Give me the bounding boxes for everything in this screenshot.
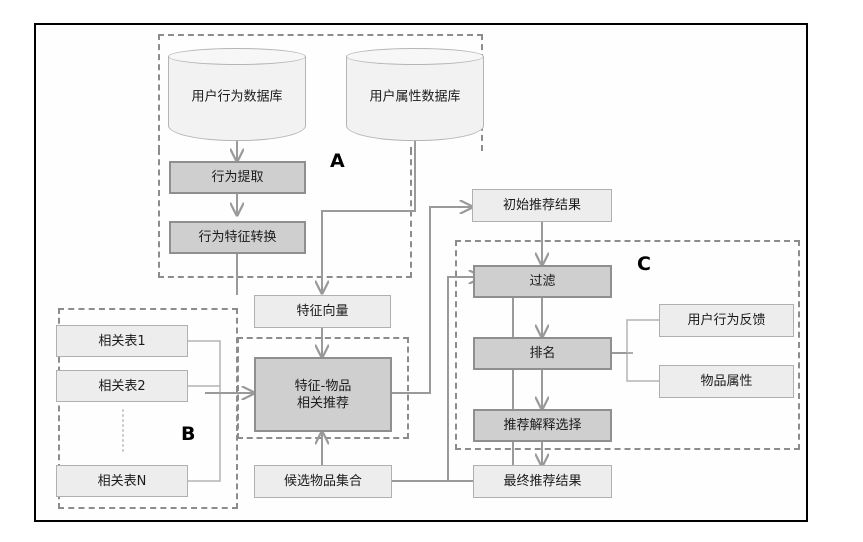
group-label-c: C [637, 253, 651, 275]
node-behavior-feature-transform[interactable]: 行为特征转换 [169, 221, 306, 254]
node-user-behavior-db[interactable]: 用户行为数据库 [168, 48, 306, 141]
node-label: 用户行为数据库 [191, 89, 283, 104]
node-item-attribute[interactable]: 物品属性 [659, 365, 794, 398]
node-candidate-item-set[interactable]: 候选物品集合 [254, 465, 392, 498]
node-relation-table-n[interactable]: 相关表N [56, 465, 188, 497]
cylinder-top [346, 48, 484, 65]
node-relation-table-2[interactable]: 相关表2 [56, 370, 188, 402]
group-box-a-joiner [410, 147, 412, 151]
node-explanation-selection[interactable]: 推荐解释选择 [473, 409, 612, 442]
node-filter[interactable]: 过滤 [473, 265, 612, 298]
node-relation-table-1[interactable]: 相关表1 [56, 325, 188, 357]
node-behavior-extraction[interactable]: 行为提取 [169, 161, 306, 194]
node-feature-item-recommend[interactable]: 特征-物品 相关推荐 [254, 357, 392, 432]
node-final-recommend-result[interactable]: 最终推荐结果 [473, 465, 612, 498]
node-initial-recommend-result[interactable]: 初始推荐结果 [472, 189, 612, 222]
node-ranking[interactable]: 排名 [473, 337, 612, 370]
node-feature-vector[interactable]: 特征向量 [254, 295, 391, 328]
group-label-b: B [181, 423, 196, 445]
group-label-a: A [330, 150, 345, 172]
node-label: 用户属性数据库 [369, 89, 461, 104]
node-user-attribute-db[interactable]: 用户属性数据库 [346, 48, 484, 141]
cylinder-top [168, 48, 306, 65]
node-user-behavior-feedback[interactable]: 用户行为反馈 [659, 304, 794, 337]
